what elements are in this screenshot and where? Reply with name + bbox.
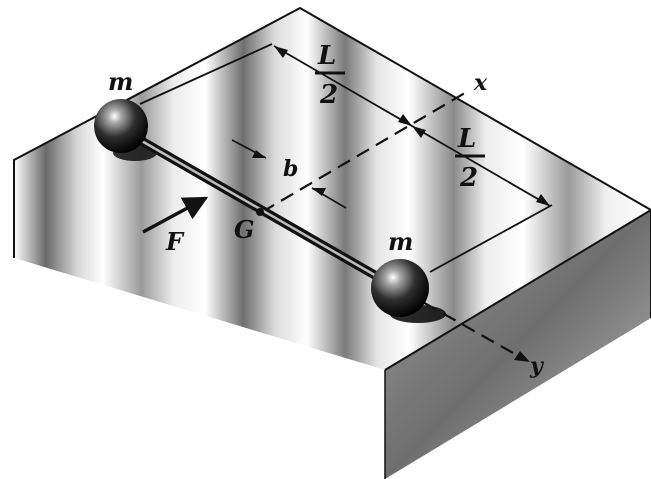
- table-top: [14, 8, 651, 370]
- extension-line-left: [139, 43, 273, 105]
- half-length-2-numerator: L: [457, 124, 476, 154]
- table-side-face: [385, 210, 651, 479]
- dimension-arrow-top-left: [274, 46, 288, 58]
- x-axis-label: x: [473, 70, 488, 96]
- mass-right-label: m: [388, 227, 413, 256]
- dimension-arrow-mid-a: [398, 114, 412, 126]
- table-edges: [13, 6, 651, 318]
- half-length-1-numerator: L: [317, 41, 336, 71]
- dimension-arrow-bottom-right: [536, 194, 550, 206]
- y-axis-arrowhead: [514, 351, 530, 362]
- mass-left-ball: [94, 99, 148, 153]
- half-length-1-denominator: 2: [319, 80, 338, 110]
- offset-b-label: b: [283, 156, 298, 182]
- half-length-2-denominator: 2: [459, 163, 478, 193]
- extension-line-right: [429, 204, 553, 273]
- x-axis-line: [261, 89, 471, 213]
- dimension-arrow-mid-b: [412, 126, 426, 138]
- half-length-label-1: L 2: [315, 41, 345, 110]
- force-arrow: [142, 196, 209, 234]
- center-point: [256, 208, 264, 216]
- rod-highlight: [139, 138, 393, 287]
- mass-left-label: m: [108, 67, 133, 96]
- mass-right-ball: [371, 259, 429, 317]
- b-arrow-upper: [252, 150, 266, 158]
- table-front-edge: [384, 209, 651, 371]
- half-length-label-2: L 2: [455, 124, 485, 193]
- y-axis-label: y: [529, 353, 545, 379]
- table-front-face: [14, 258, 385, 479]
- center-label: G: [234, 215, 255, 244]
- b-arrow-lower: [312, 188, 326, 196]
- force-label: F: [165, 227, 185, 256]
